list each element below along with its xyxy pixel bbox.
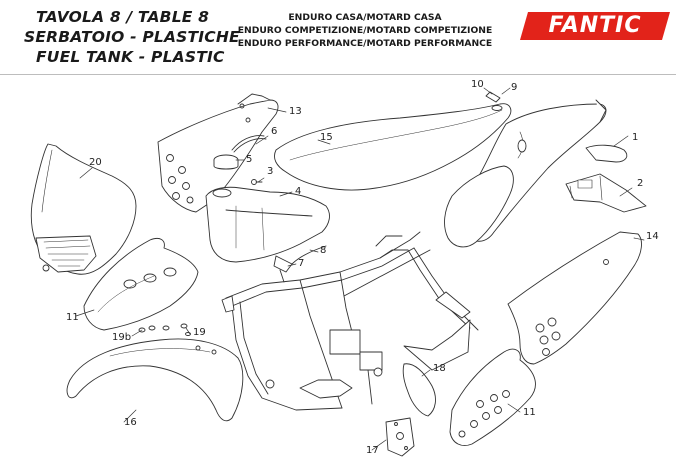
part-screw	[251, 179, 263, 185]
part-headlight-mask	[30, 143, 137, 275]
callout-3: 3	[267, 166, 274, 177]
callout-13: 13	[289, 106, 302, 117]
callout-19b: 19b	[112, 332, 132, 343]
part-frame	[221, 231, 479, 411]
callout-19: 19	[193, 327, 206, 338]
callout-1: 1	[632, 132, 639, 143]
callout-11-left: 11	[66, 312, 79, 323]
callout-5: 5	[246, 154, 253, 165]
callout-4: 4	[295, 186, 302, 197]
table-header: TAVOLA 8 / TABLE 8 SERBATOIO - PLASTICHE…	[0, 0, 676, 74]
part-fasteners	[138, 323, 191, 336]
part-side-panel-right	[507, 231, 642, 365]
part-small-shield	[402, 363, 436, 417]
callout-14: 14	[646, 231, 659, 242]
edition-casa: ENDURO CASA/MOTARD CASA	[288, 12, 442, 23]
callout-8: 8	[320, 245, 327, 256]
edition-performance: ENDURO PERFORMANCE/MOTARD PERFORMANCE	[237, 38, 493, 49]
part-taillight-bracket	[565, 173, 647, 213]
part-fuel-cap	[213, 135, 267, 170]
callout-17: 17	[366, 445, 379, 456]
callout-15: 15	[320, 132, 333, 143]
callout-10: 10	[471, 79, 484, 90]
callout-20: 20	[89, 157, 102, 168]
part-bolt-washer	[485, 91, 503, 111]
part-seat	[274, 103, 512, 191]
table-title: TAVOLA 8 / TABLE 8	[36, 8, 210, 26]
edition-competizione: ENDURO COMPETIZIONE/MOTARD COMPETIZIONE	[237, 25, 493, 36]
header-divider	[0, 74, 676, 75]
callout-18: 18	[433, 363, 446, 374]
leader-lines	[75, 87, 645, 451]
part-heel-guard	[385, 417, 415, 457]
callout-2: 2	[637, 178, 644, 189]
part-radiator-shroud-left	[83, 237, 199, 331]
part-side-number-plate	[444, 165, 514, 248]
part-petcock	[273, 245, 327, 283]
part-front-fender	[66, 338, 244, 422]
part-fuel-tank	[205, 186, 330, 263]
callout-7: 7	[298, 258, 305, 269]
logo-banner	[520, 12, 670, 40]
callout-6: 6	[271, 126, 278, 137]
callout-11-right: 11	[523, 407, 536, 418]
table-subtitle-en: FUEL TANK - PLASTIC	[36, 48, 225, 66]
part-radiator-shroud-right	[449, 348, 536, 446]
brand-name: FANTIC	[548, 13, 642, 38]
callout-9: 9	[511, 82, 518, 93]
callout-16: 16	[124, 417, 137, 428]
fantic-logo: FANTIC	[520, 10, 670, 42]
exploded-parts-diagram: 20 13 6 5 3 4 15 10 9 1 2 14 7 8 11 19b …	[0, 75, 676, 467]
table-subtitle-it: SERBATOIO - PLASTICHE	[24, 28, 240, 46]
